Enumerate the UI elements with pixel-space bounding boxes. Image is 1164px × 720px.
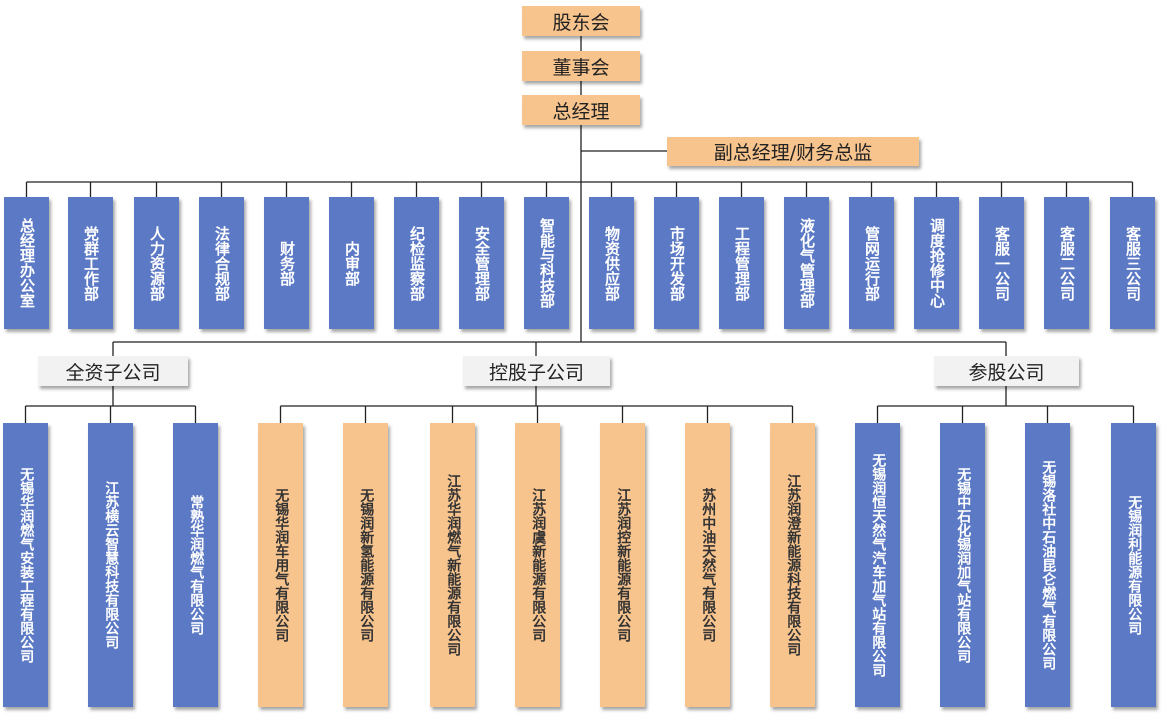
participating-company: 无锡中石化锡润加气站有限公司 [940, 423, 985, 707]
holding-subsidiary: 江苏润澄新能源科技有限公司 [770, 423, 815, 707]
holding-subsidiary: 江苏华润燃气新能源有限公司 [430, 423, 475, 707]
wholly-owned-subsidiary: 无锡华润燃气安装工程有限公司 [3, 423, 48, 707]
category-wholly-owned: 全资子公司 [38, 356, 188, 386]
department-box: 内审部 [329, 197, 374, 329]
department-box: 党群工作部 [68, 197, 113, 329]
general-manager-box: 总经理 [522, 95, 640, 125]
department-box: 工程管理部 [719, 197, 764, 329]
department-box: 物资供应部 [589, 197, 634, 329]
wholly-owned-subsidiary: 江苏横云智慧科技有限公司 [88, 423, 133, 707]
participating-company: 无锡润恒天然气汽车加气站有限公司 [855, 423, 900, 707]
participating-company: 无锡洛社中石油昆仑燃气有限公司 [1025, 423, 1070, 707]
department-box: 客服一公司 [979, 197, 1024, 329]
department-box: 客服二公司 [1044, 197, 1089, 329]
holding-subsidiary: 江苏润控新能源有限公司 [600, 423, 645, 707]
holding-subsidiary: 无锡华润车用气有限公司 [258, 423, 303, 707]
department-box: 安全管理部 [459, 197, 504, 329]
department-box: 财务部 [264, 197, 309, 329]
department-box: 总经理办公室 [4, 197, 49, 329]
department-box: 液化气管理部 [784, 197, 829, 329]
holding-subsidiary: 无锡润新氢能源有限公司 [343, 423, 388, 707]
holding-subsidiary: 江苏润虞新能源有限公司 [515, 423, 560, 707]
department-box: 市场开发部 [654, 197, 699, 329]
department-box: 纪检监察部 [394, 197, 439, 329]
category-participating: 参股公司 [934, 356, 1079, 386]
department-box: 管网运行部 [849, 197, 894, 329]
holding-subsidiary: 苏州中油天然气有限公司 [685, 423, 730, 707]
category-holding: 控股子公司 [463, 356, 610, 386]
department-box: 智能与科技部 [524, 197, 569, 329]
department-box: 人力资源部 [134, 197, 179, 329]
shareholders-box: 股东会 [522, 6, 640, 36]
board-box: 董事会 [522, 51, 640, 81]
department-box: 客服三公司 [1110, 197, 1155, 329]
wholly-owned-subsidiary: 常熟华润燃气有限公司 [173, 423, 218, 707]
participating-company: 无锡润利能源有限公司 [1111, 423, 1156, 707]
department-box: 法律合规部 [199, 197, 244, 329]
deputy-manager-box: 副总经理/财务总监 [667, 137, 919, 166]
department-box: 调度抢修中心 [914, 197, 959, 329]
